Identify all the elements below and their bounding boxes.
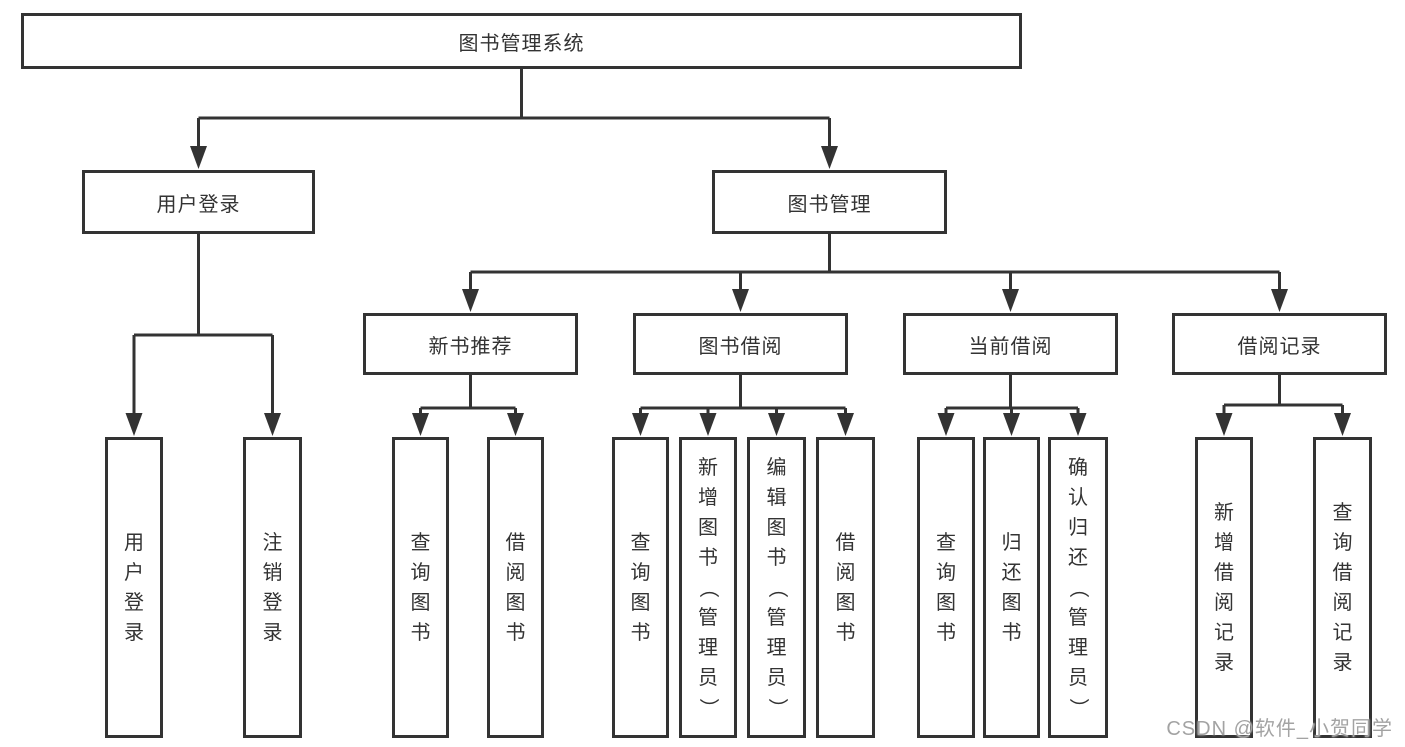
arrowhead <box>1334 413 1351 436</box>
leaf-logout: 注销登录 <box>243 437 302 738</box>
leaf-borrow-query-label: 查询图书 <box>630 531 651 644</box>
node-current-borrow-label: 当前借阅 <box>968 335 1053 358</box>
arrowhead <box>1069 413 1087 436</box>
arrowhead <box>190 146 207 169</box>
leaf-logout-label: 注销登录 <box>262 531 283 644</box>
edge-book-borrow-to-leaves <box>632 375 854 436</box>
leaf-borrow-add-admin: 新增图书（管理员） <box>679 437 737 738</box>
arrowhead <box>732 289 749 312</box>
node-book-management-label: 图书管理 <box>787 193 872 216</box>
node-book-borrow: 图书借阅 <box>633 313 848 375</box>
leaf-current-query: 查询图书 <box>917 437 975 738</box>
node-book-management: 图书管理 <box>712 170 947 234</box>
leaf-borrow-query: 查询图书 <box>612 437 669 738</box>
leaf-user-login: 用户登录 <box>105 437 163 738</box>
node-borrow-record: 借阅记录 <box>1172 313 1387 375</box>
edge-book-management-to-level3 <box>462 234 1288 312</box>
arrowhead <box>125 413 143 436</box>
leaf-current-return: 归还图书 <box>983 437 1040 738</box>
arrowhead <box>937 413 955 436</box>
leaf-borrow-edit-admin: 编辑图书（管理员） <box>747 437 806 738</box>
leaf-newbook-query-label: 查询图书 <box>410 531 431 644</box>
arrowhead <box>412 413 429 436</box>
leaf-newbook-query: 查询图书 <box>392 437 449 738</box>
arrowhead <box>768 413 785 436</box>
leaf-borrow-add-admin-label: 新增图书（管理员） <box>697 456 719 718</box>
edge-new-book-recommend-to-leaves <box>412 375 524 436</box>
arrowhead <box>264 413 281 436</box>
edge-borrow-record-to-leaves <box>1215 375 1351 436</box>
leaf-current-confirm-admin-label: 确认归还（管理员） <box>1067 456 1089 718</box>
leaf-borrow-borrow: 借阅图书 <box>816 437 875 738</box>
leaf-borrow-borrow-label: 借阅图书 <box>835 531 856 644</box>
node-user-login: 用户登录 <box>82 170 315 234</box>
edge-user-login-to-leaves <box>125 234 281 436</box>
leaf-borrow-edit-admin-label: 编辑图书（管理员） <box>765 456 788 718</box>
leaf-record-query: 查询借阅记录 <box>1313 437 1372 738</box>
node-root: 图书管理系统 <box>21 13 1022 69</box>
edge-root-to-level2 <box>190 69 838 169</box>
arrowhead <box>1271 289 1288 312</box>
leaf-record-query-label: 查询借阅记录 <box>1332 501 1353 674</box>
leaf-user-login-label: 用户登录 <box>124 531 144 644</box>
leaf-newbook-borrow: 借阅图书 <box>487 437 544 738</box>
node-user-login-label: 用户登录 <box>156 193 241 216</box>
node-borrow-record-label: 借阅记录 <box>1237 335 1322 358</box>
arrowhead <box>507 413 524 436</box>
arrowhead <box>462 289 479 312</box>
leaf-record-add: 新增借阅记录 <box>1195 437 1253 738</box>
edge-current-borrow-to-leaves <box>937 375 1087 436</box>
arrowhead <box>821 146 838 169</box>
arrowhead <box>837 413 854 436</box>
node-current-borrow: 当前借阅 <box>903 313 1118 375</box>
arrowhead <box>1215 413 1233 436</box>
leaf-newbook-borrow-label: 借阅图书 <box>505 531 526 644</box>
arrowhead <box>632 413 649 436</box>
node-book-borrow-label: 图书借阅 <box>698 335 783 358</box>
arrowhead <box>1002 289 1019 312</box>
arrowhead <box>1003 413 1020 436</box>
leaf-record-add-label: 新增借阅记录 <box>1214 501 1234 674</box>
node-new-book-recommend-label: 新书推荐 <box>428 335 513 358</box>
node-new-book-recommend: 新书推荐 <box>363 313 578 375</box>
leaf-current-return-label: 归还图书 <box>1001 531 1022 644</box>
csdn-watermark: CSDN @软件_小贺同学 <box>1166 718 1393 740</box>
leaf-current-confirm-admin: 确认归还（管理员） <box>1048 437 1108 738</box>
node-root-label: 图书管理系统 <box>458 32 585 55</box>
arrowhead <box>699 413 717 436</box>
leaf-current-query-label: 查询图书 <box>936 531 956 644</box>
